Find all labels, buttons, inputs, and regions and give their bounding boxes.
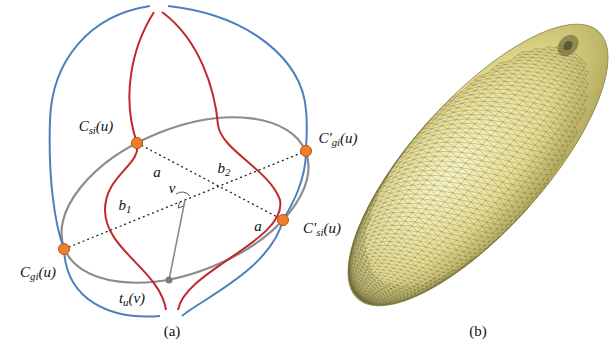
inner-curve xyxy=(162,12,280,310)
label-subscript: si xyxy=(89,124,96,136)
label-part: b xyxy=(218,160,226,176)
point-dot xyxy=(132,138,143,149)
label-part: t xyxy=(119,290,123,306)
label-part: (u) xyxy=(96,118,114,134)
mesh-dimple xyxy=(553,31,582,61)
label-part: (v) xyxy=(128,290,145,306)
label-part: (u) xyxy=(38,264,56,280)
inner-curve xyxy=(105,12,166,310)
mesh-body xyxy=(309,0,616,343)
mesh-lines xyxy=(309,11,616,342)
angle-mark xyxy=(178,202,184,208)
math-label: Cgi(u) xyxy=(20,265,56,280)
panel-caption: (b) xyxy=(469,324,487,339)
angle-arc xyxy=(176,192,190,196)
math-label: C′gi(u) xyxy=(318,131,357,146)
math-label: b1 xyxy=(119,198,132,213)
math-label: a xyxy=(254,219,262,234)
geometry-figure xyxy=(37,6,332,316)
cross-section-ellipse xyxy=(37,85,332,316)
label-part: C′ xyxy=(303,220,316,236)
point-dot xyxy=(166,277,173,284)
label-part: b xyxy=(119,197,127,213)
label-part: C xyxy=(79,118,89,134)
point-dot xyxy=(59,244,70,255)
point-dot xyxy=(301,146,312,157)
label-part: C′ xyxy=(318,130,331,146)
radius-line xyxy=(169,200,185,280)
mesh-figure xyxy=(309,0,616,343)
label-part: C xyxy=(20,264,30,280)
label-subscript: si xyxy=(316,226,323,238)
label-subscript: 2 xyxy=(225,166,230,178)
label-subscript: gi xyxy=(30,270,38,282)
label-subscript: 1 xyxy=(126,203,131,215)
outer-curve xyxy=(168,6,307,316)
math-label: a xyxy=(153,165,161,180)
dotted-axis xyxy=(137,143,283,220)
math-label: Csi(u) xyxy=(79,119,114,134)
label-subscript: gi xyxy=(332,136,340,148)
label-subscript: u xyxy=(123,296,128,308)
math-label: tu(v) xyxy=(119,291,145,306)
panel-caption: (a) xyxy=(164,324,181,339)
label-part: (u) xyxy=(340,130,358,146)
math-label: v xyxy=(169,181,176,196)
math-label: b2 xyxy=(218,161,231,176)
mesh-dimple xyxy=(562,39,575,52)
label-part: (u) xyxy=(324,220,342,236)
math-label: C′si(u) xyxy=(303,221,341,236)
mesh-wire xyxy=(309,11,616,342)
point-dot xyxy=(278,215,289,226)
